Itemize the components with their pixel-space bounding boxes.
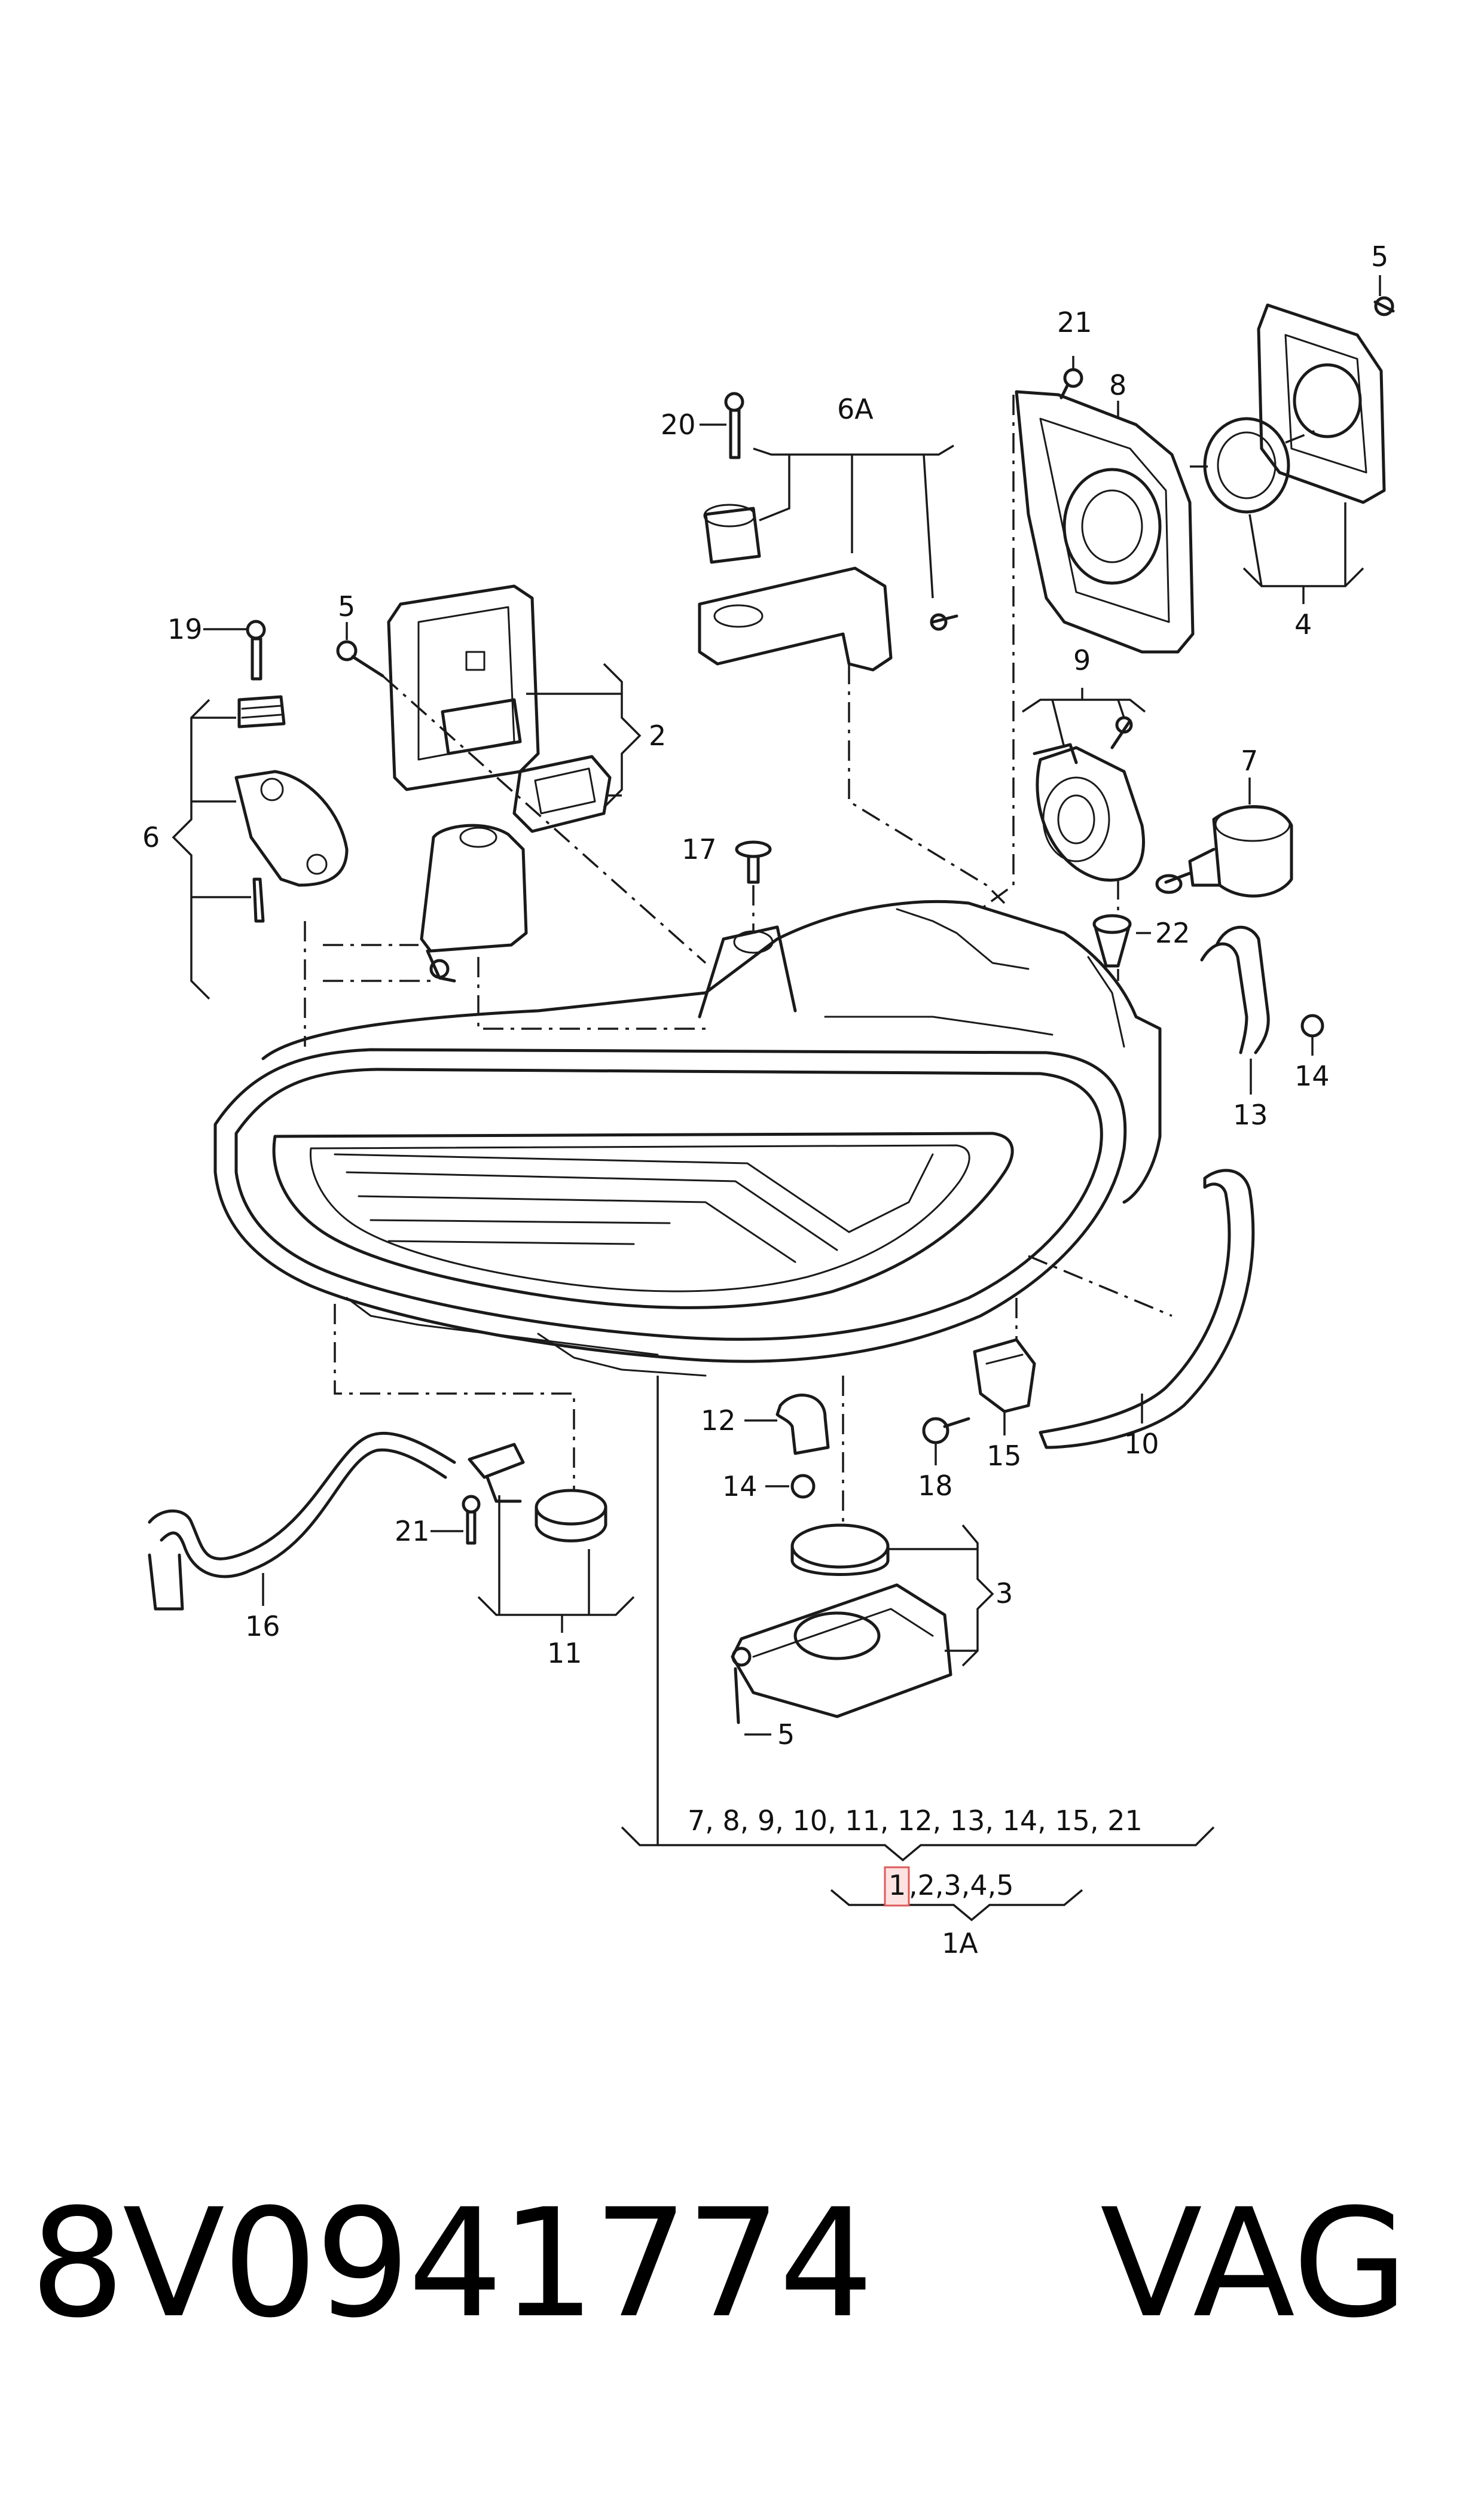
part-6A-bracket (698, 504, 958, 672)
part-3-ballast (731, 1523, 952, 1724)
callout-14-center: 14 (722, 1470, 758, 1502)
part-14-o-ring-center (790, 1474, 816, 1499)
callout-7: 7 (1241, 745, 1258, 777)
callout-5-lower: 5 (777, 1718, 795, 1751)
highlighted-part-box (884, 1866, 910, 1907)
part-22-cap (1092, 914, 1132, 968)
callout-6: 6 (142, 821, 160, 853)
callout-15: 15 (987, 1440, 1022, 1472)
callout-21-top: 21 (1057, 306, 1092, 339)
callout-2: 2 (649, 720, 666, 752)
part-19-bolt (246, 620, 266, 681)
callout-12: 12 (701, 1404, 736, 1437)
brand-name: VAG (1100, 2176, 1409, 2351)
part-20-bolt (724, 392, 744, 459)
part-16-drain-hose (148, 1431, 456, 1611)
part-13-vent-hose (1200, 925, 1270, 1054)
callout-19: 19 (167, 613, 203, 645)
callout-1-highlighted: 1 (888, 1869, 906, 1901)
callout-5-top-right: 5 (1371, 240, 1388, 273)
callout-17: 17 (682, 833, 717, 865)
callout-21-lower: 21 (395, 1515, 430, 1547)
callout-8: 8 (1109, 369, 1126, 401)
headlight-housing (213, 900, 1162, 1377)
callout-16: 16 (245, 1610, 280, 1642)
part-21-screw-lower (462, 1495, 481, 1545)
part-5-screw-upper-left (336, 640, 384, 678)
callout-6A: 6A (837, 393, 874, 425)
callout-10: 10 (1124, 1428, 1159, 1460)
part-12-elbow (775, 1394, 830, 1455)
part-10-cable (1039, 1169, 1255, 1449)
callout-4: 4 (1294, 608, 1312, 641)
callout-3: 3 (996, 1577, 1013, 1609)
part-18-screw (922, 1417, 970, 1444)
part-15-clip (973, 1338, 1036, 1413)
part-number: 8V0941774 (30, 2176, 874, 2351)
assembly-dash-lines (304, 395, 1316, 1525)
callout-1-group: ,2,3,4,5 (909, 1869, 1014, 1901)
callout-part-list: 7, 8, 9, 10, 11, 12, 13, 14, 15, 21 (688, 1804, 1143, 1837)
callout-20: 20 (661, 409, 696, 441)
callout-9: 9 (1073, 644, 1091, 676)
part-17-screw (735, 840, 772, 884)
part-6-mount-bracket (234, 695, 349, 923)
callout-11: 11 (547, 1637, 582, 1669)
callout-1A: 1A (942, 1927, 978, 1959)
mid-bracket (420, 824, 528, 983)
callout-labels: 19 5 6 2 20 6A 21 8 5 4 9 7 17 22 14 13 … (142, 240, 1388, 1959)
part-4-lamp-module (1203, 296, 1395, 514)
callout-13: 13 (1233, 1099, 1268, 1131)
callout-18: 18 (918, 1470, 953, 1502)
callout-22: 22 (1155, 917, 1190, 949)
callout-5-upper-left: 5 (338, 590, 355, 623)
part-2-control-unit (387, 584, 612, 833)
part-8-lamp-base-plate (1015, 368, 1195, 654)
part-9-fan (1033, 716, 1145, 882)
part-11-vent-cap (468, 1443, 607, 1542)
callout-14-right: 14 (1294, 1060, 1330, 1092)
leader-lines (172, 275, 1381, 1922)
part-14-o-ring-right (1300, 1014, 1324, 1038)
part-7-bulb-socket (1155, 805, 1293, 898)
